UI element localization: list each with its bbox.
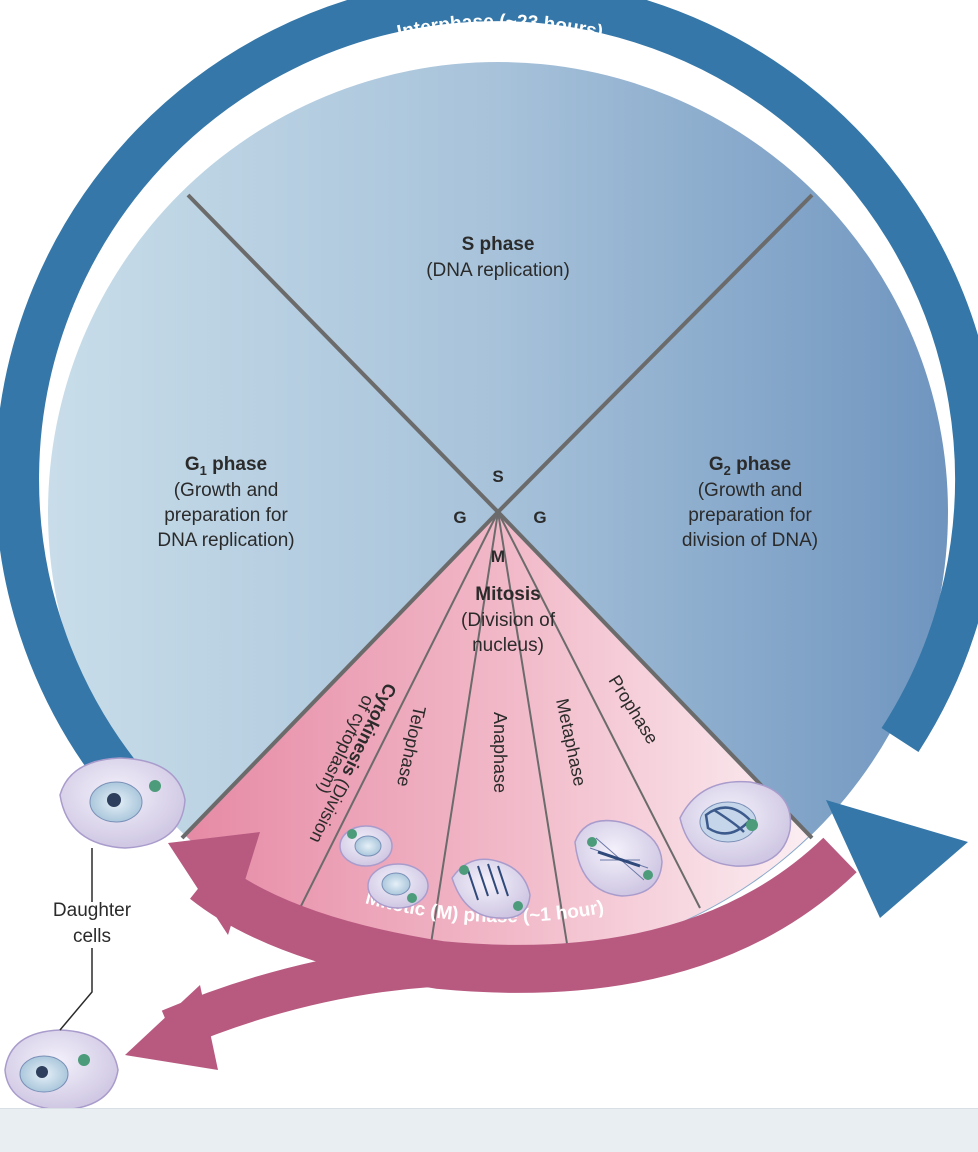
center-g-right: G: [533, 508, 546, 527]
g2-desc-line1: (Growth and: [698, 480, 803, 501]
center-g-left: G: [453, 508, 466, 527]
cell-cycle-diagram: Interphase (~23 hours) Mitotic (M) phase…: [0, 0, 978, 1108]
daughter-cell-top: [59, 757, 186, 849]
s-phase-desc: (DNA replication): [426, 260, 570, 281]
daughter-cells-line1: Daughter: [53, 900, 132, 921]
anaphase-cell-illustration: [451, 858, 531, 919]
footer-bar: [0, 1108, 978, 1152]
daughter-cell-bottom: [4, 1029, 119, 1108]
center-m: M: [491, 547, 505, 566]
g2-phase-title: G2 phase: [709, 454, 791, 478]
prophase-cell-illustration: [679, 780, 792, 867]
telophase-cell-illustration: [339, 825, 429, 909]
mitosis-title: Mitosis: [475, 584, 540, 605]
g2-desc-line3: division of DNA): [682, 530, 818, 551]
divider-cyto-telo: [297, 511, 499, 913]
divider-g1-s: [186, 193, 500, 514]
divider-g1-m: [180, 510, 500, 840]
s-phase-title: S phase: [462, 234, 535, 255]
mitosis-desc-line1: (Division of: [461, 610, 556, 631]
g1-desc-line2: preparation for: [164, 505, 288, 526]
g2-desc-line2: preparation for: [688, 505, 812, 526]
metaphase-cell-illustration: [574, 819, 663, 897]
divider-meta-pro: [497, 511, 701, 909]
mitosis-desc-line2: nucleus): [472, 635, 544, 656]
divider-s-g2: [496, 193, 814, 514]
g1-phase-title: G1 phase: [185, 454, 267, 478]
callout-line-bottom: [59, 948, 93, 1031]
divider-telo-ana: [429, 511, 499, 951]
g1-desc-line1: (Growth and: [174, 480, 279, 501]
center-s: S: [492, 467, 503, 486]
g1-desc-line3: DNA replication): [157, 530, 294, 551]
daughter-cells-line2: cells: [73, 926, 111, 947]
divider-ana-meta: [497, 511, 569, 951]
anaphase-label: Anaphase: [490, 712, 510, 793]
interphase-arrow: Interphase (~23 hours): [0, 0, 978, 918]
